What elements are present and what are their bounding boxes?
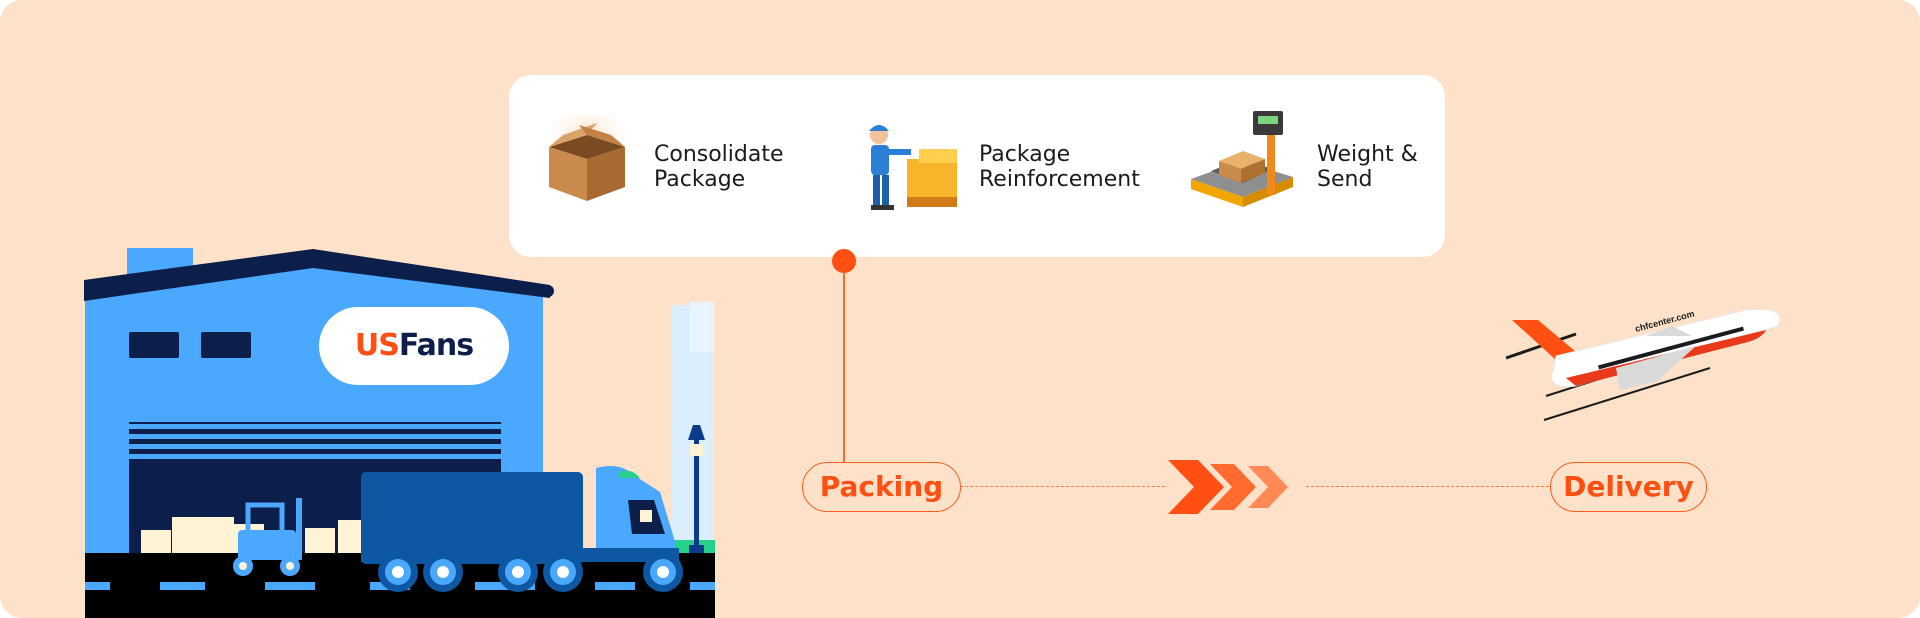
logo-us-text: US: [354, 328, 400, 363]
step-label: Weight &Send: [1317, 142, 1418, 192]
usfans-logo: USFans: [319, 307, 509, 385]
forklift-icon: [233, 498, 302, 576]
connector-line: [843, 272, 845, 462]
dashed-connector-right: [1306, 486, 1549, 487]
packing-label: Packing: [802, 462, 961, 512]
airplane-icon: chfcenter.com: [1505, 308, 1781, 421]
triple-chevron-arrow-icon: [1168, 460, 1288, 514]
scale-icon: [1191, 111, 1293, 207]
dashed-connector-left: [960, 486, 1165, 487]
truck-icon: [361, 466, 683, 592]
step-weight-and-send: Weight &Send: [1189, 75, 1445, 257]
logo-fans-text: Fans: [398, 328, 474, 363]
connector-dot: [832, 249, 856, 273]
delivery-label: Delivery: [1550, 462, 1707, 512]
worker-packing-icon: [869, 125, 957, 210]
open-box-icon: [543, 115, 631, 201]
